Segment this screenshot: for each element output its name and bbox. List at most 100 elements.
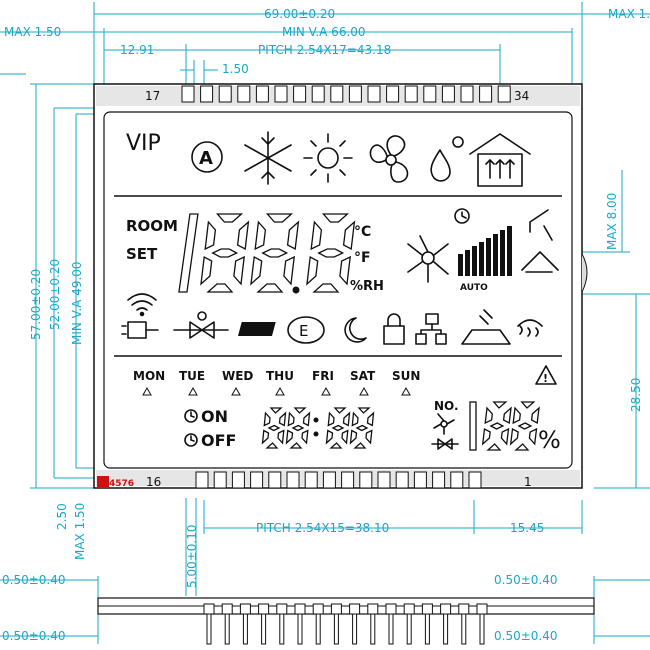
side-pin-leg: [406, 613, 412, 645]
top-pin: [441, 85, 455, 103]
side-pin: [349, 603, 361, 615]
digit-segment: [349, 429, 358, 445]
side-pin-leg: [479, 613, 485, 645]
digit-segment: [310, 220, 323, 251]
speed-bar: [472, 246, 477, 276]
digit-segment: [353, 442, 367, 449]
bottom-pin: [304, 471, 318, 489]
part-code-marker: [97, 476, 109, 488]
dim-overall-height: 57.00±0.20: [29, 269, 43, 340]
top-pin: [423, 85, 437, 103]
side-pin: [258, 603, 270, 615]
digit-segment: [366, 411, 375, 427]
flower-fan-icon: [407, 235, 449, 283]
valve-icon: [173, 311, 229, 339]
side-pin-leg: [388, 613, 394, 645]
pin-label-34: 34: [514, 89, 529, 103]
dim-min-va-height: MIN V.A 49.00: [70, 261, 84, 345]
defrost-icon: [517, 319, 543, 337]
side-pin-leg: [443, 613, 449, 645]
weekday-label: TUE: [179, 369, 205, 383]
top-pin-row: [181, 85, 511, 103]
speed-bar: [507, 226, 512, 276]
digit-segment: [263, 411, 271, 427]
side-pin: [476, 603, 488, 615]
digit-segment: [502, 406, 512, 425]
pin-label-17: 17: [145, 89, 160, 103]
side-pin: [330, 603, 342, 615]
lock-icon: [383, 313, 405, 345]
clock-colon-bottom: [313, 431, 319, 437]
top-pin: [497, 85, 511, 103]
dim-tol-3: 0.50±0.40: [2, 629, 66, 643]
bottom-ledge: [96, 470, 580, 486]
top-pin: [181, 85, 195, 103]
digit-segment: [211, 248, 239, 258]
digit-segment: [341, 429, 349, 445]
number-label: NO.: [434, 399, 459, 413]
dim-tol-2: 0.50±0.40: [494, 573, 558, 587]
heat-exchanger-icon: [237, 322, 276, 336]
digit-segment: [512, 406, 521, 425]
fan-speed-bars: [458, 226, 512, 276]
weekday-label: SUN: [392, 369, 420, 383]
side-pin: [294, 603, 306, 615]
dim-tol-4: 0.50±0.40: [494, 629, 558, 643]
on-clock-icon: [184, 409, 198, 423]
eco-mode-icon: E: [287, 316, 325, 344]
side-pin: [203, 603, 215, 615]
digit-segment: [291, 424, 305, 432]
digit-segment: [256, 283, 284, 293]
auto-speed-label: AUTO: [460, 283, 488, 293]
bottom-pin: [432, 471, 446, 489]
digit-segment: [339, 255, 351, 286]
side-pin-leg: [261, 613, 267, 645]
dim-tol-1: 0.50±0.40: [2, 573, 66, 587]
vip-label: VIP: [126, 131, 161, 156]
digit-segment: [331, 424, 345, 432]
celsius-label: °C: [354, 224, 371, 240]
leading-one-segment: [178, 213, 199, 293]
weekday-indicator: [188, 386, 198, 396]
weekday-indicator: [401, 386, 411, 396]
digit-segment: [306, 255, 319, 286]
bottom-pin: [395, 471, 409, 489]
number-digits: [469, 401, 540, 451]
night-mode-icon: [344, 317, 367, 343]
top-pin: [367, 85, 381, 103]
digit-segment: [486, 443, 502, 451]
warning-mark: !: [543, 372, 548, 385]
side-pin: [440, 603, 452, 615]
digit-segment: [265, 213, 294, 223]
dim-pitch-bottom: PITCH 2.54X15=38.10: [256, 521, 389, 535]
top-pin: [330, 85, 344, 103]
on-label: ON: [201, 407, 228, 426]
digit-segment: [351, 411, 359, 427]
digit-segment: [283, 255, 295, 286]
weekday-indicator: [142, 386, 152, 396]
dim-pin-width: 1.50: [222, 62, 249, 76]
weekday-label: THU: [266, 369, 294, 383]
bottom-pin: [468, 471, 482, 489]
dim-pin-length: 5.00±0.10: [185, 525, 199, 589]
weekday-indicator: [275, 386, 285, 396]
dim-pin1-offset: 12.91: [120, 43, 154, 57]
digit-segment: [233, 255, 245, 286]
top-pin: [404, 85, 418, 103]
digit-segment: [261, 429, 270, 445]
speed-bar: [458, 254, 463, 276]
percent-label: %: [538, 426, 561, 454]
digit-segment: [200, 255, 213, 286]
off-clock-icon: [184, 433, 198, 447]
side-pin: [312, 603, 324, 615]
clock-colon-top: [313, 417, 319, 423]
bottom-pin: [413, 471, 427, 489]
top-pin: [200, 85, 214, 103]
side-pin-leg: [315, 613, 321, 645]
weekday-indicator: [359, 386, 369, 396]
timer-clock-icon: [454, 208, 470, 224]
speed-bar: [479, 242, 484, 276]
top-pin: [479, 85, 493, 103]
side-pin-leg: [424, 613, 430, 645]
part-code: 4576: [109, 479, 134, 489]
